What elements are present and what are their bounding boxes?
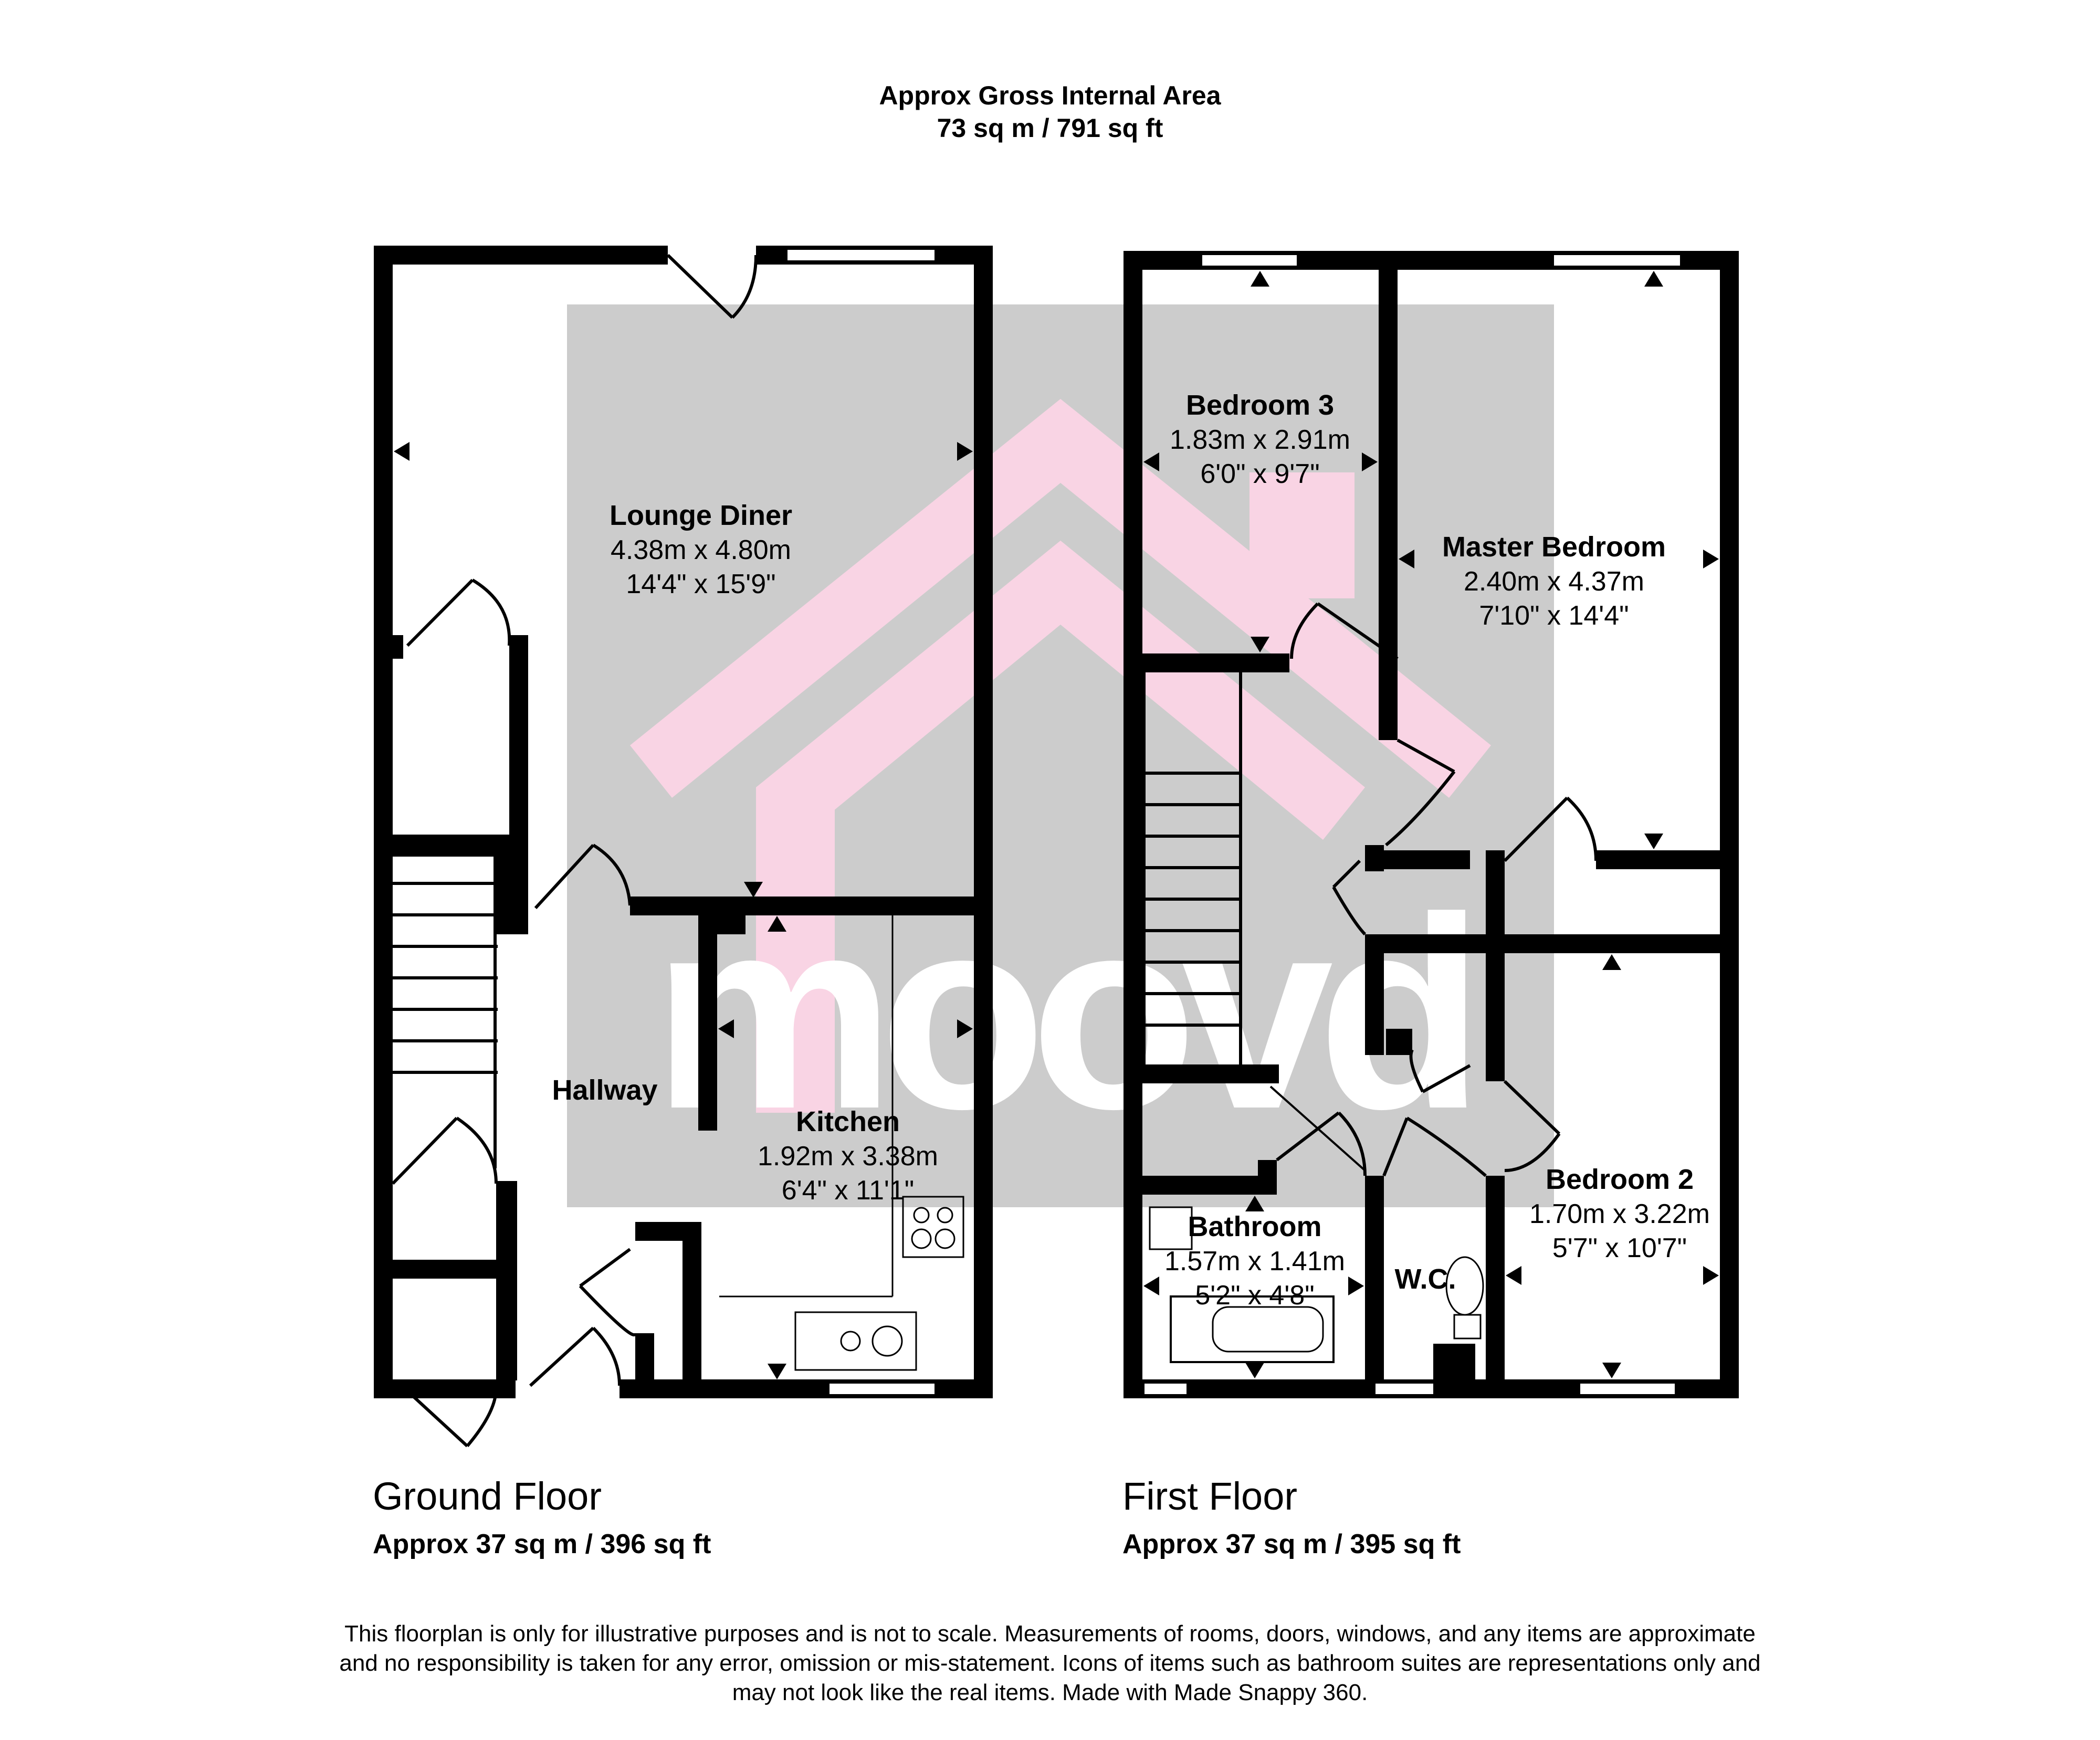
ground-floor-doors	[391, 254, 964, 1448]
first-floor-doors	[1149, 602, 1598, 1363]
svg-text:Kitchen: Kitchen	[796, 1106, 900, 1137]
svg-text:Bedroom 3: Bedroom 3	[1186, 389, 1334, 421]
svg-text:Bathroom: Bathroom	[1188, 1211, 1322, 1242]
ground-floor-title: Ground Floor	[373, 1474, 602, 1518]
disclaimer-line-3: may not look like the real items. Made w…	[732, 1680, 1368, 1705]
svg-text:4.38m x 4.80m: 4.38m x 4.80m	[611, 535, 791, 565]
svg-text:1.70m x 3.22m: 1.70m x 3.22m	[1529, 1199, 1710, 1229]
room-hallway: Hallway	[552, 1074, 657, 1106]
svg-text:1.92m x 3.38m: 1.92m x 3.38m	[758, 1141, 938, 1172]
area-title: Approx Gross Internal Area	[879, 81, 1221, 110]
room-kitchen: Kitchen 1.92m x 3.38m 6'4" x 11'1"	[758, 1106, 938, 1206]
first-floor-title: First Floor	[1122, 1474, 1297, 1518]
svg-text:1.57m x 1.41m: 1.57m x 1.41m	[1164, 1246, 1345, 1277]
disclaimer-line-2: and no responsibility is taken for any e…	[339, 1650, 1761, 1676]
svg-text:6'4" x 11'1": 6'4" x 11'1"	[782, 1175, 914, 1206]
svg-text:Lounge Diner: Lounge Diner	[610, 500, 792, 531]
area-total: 73 sq m / 791 sq ft	[937, 113, 1163, 143]
room-master-bedroom: Master Bedroom 2.40m x 4.37m 7'10" x 14'…	[1442, 531, 1666, 631]
svg-text:5'2" x 4'8": 5'2" x 4'8"	[1195, 1280, 1314, 1311]
svg-text:1.83m x 2.91m: 1.83m x 2.91m	[1170, 425, 1350, 455]
svg-text:7'10" x 14'4": 7'10" x 14'4"	[1479, 600, 1629, 631]
svg-text:Bedroom 2: Bedroom 2	[1546, 1164, 1694, 1195]
disclaimer: This floorplan is only for illustrative …	[0, 1619, 2100, 1707]
room-bathroom: Bathroom 1.57m x 1.41m 5'2" x 4'8"	[1164, 1211, 1345, 1311]
watermark-logo: moovd	[567, 304, 1554, 1207]
svg-text:14'4" x 15'9": 14'4" x 15'9"	[626, 569, 775, 599]
svg-text:Hallway: Hallway	[552, 1074, 657, 1106]
room-wc: W.C.	[1395, 1263, 1456, 1295]
room-bedroom-2: Bedroom 2 1.70m x 3.22m 5'7" x 10'7"	[1529, 1164, 1710, 1263]
svg-text:2.40m x 4.37m: 2.40m x 4.37m	[1464, 566, 1644, 597]
svg-text:W.C.: W.C.	[1395, 1263, 1456, 1295]
ground-floor-plan	[374, 246, 993, 1398]
svg-text:6'0" x 9'7": 6'0" x 9'7"	[1200, 459, 1319, 489]
svg-text:Master Bedroom: Master Bedroom	[1442, 531, 1666, 563]
first-floor-plan	[1124, 251, 1739, 1398]
ground-floor-area: Approx 37 sq m / 396 sq ft	[373, 1529, 711, 1559]
disclaimer-line-1: This floorplan is only for illustrative …	[344, 1621, 1756, 1647]
room-bedroom-3: Bedroom 3 1.83m x 2.91m 6'0" x 9'7"	[1170, 389, 1350, 489]
dimension-arrows	[394, 271, 1719, 1379]
first-floor-area: Approx 37 sq m / 395 sq ft	[1122, 1529, 1461, 1559]
svg-text:5'7" x 10'7": 5'7" x 10'7"	[1552, 1233, 1687, 1263]
room-lounge-diner: Lounge Diner 4.38m x 4.80m 14'4" x 15'9"	[610, 500, 792, 599]
